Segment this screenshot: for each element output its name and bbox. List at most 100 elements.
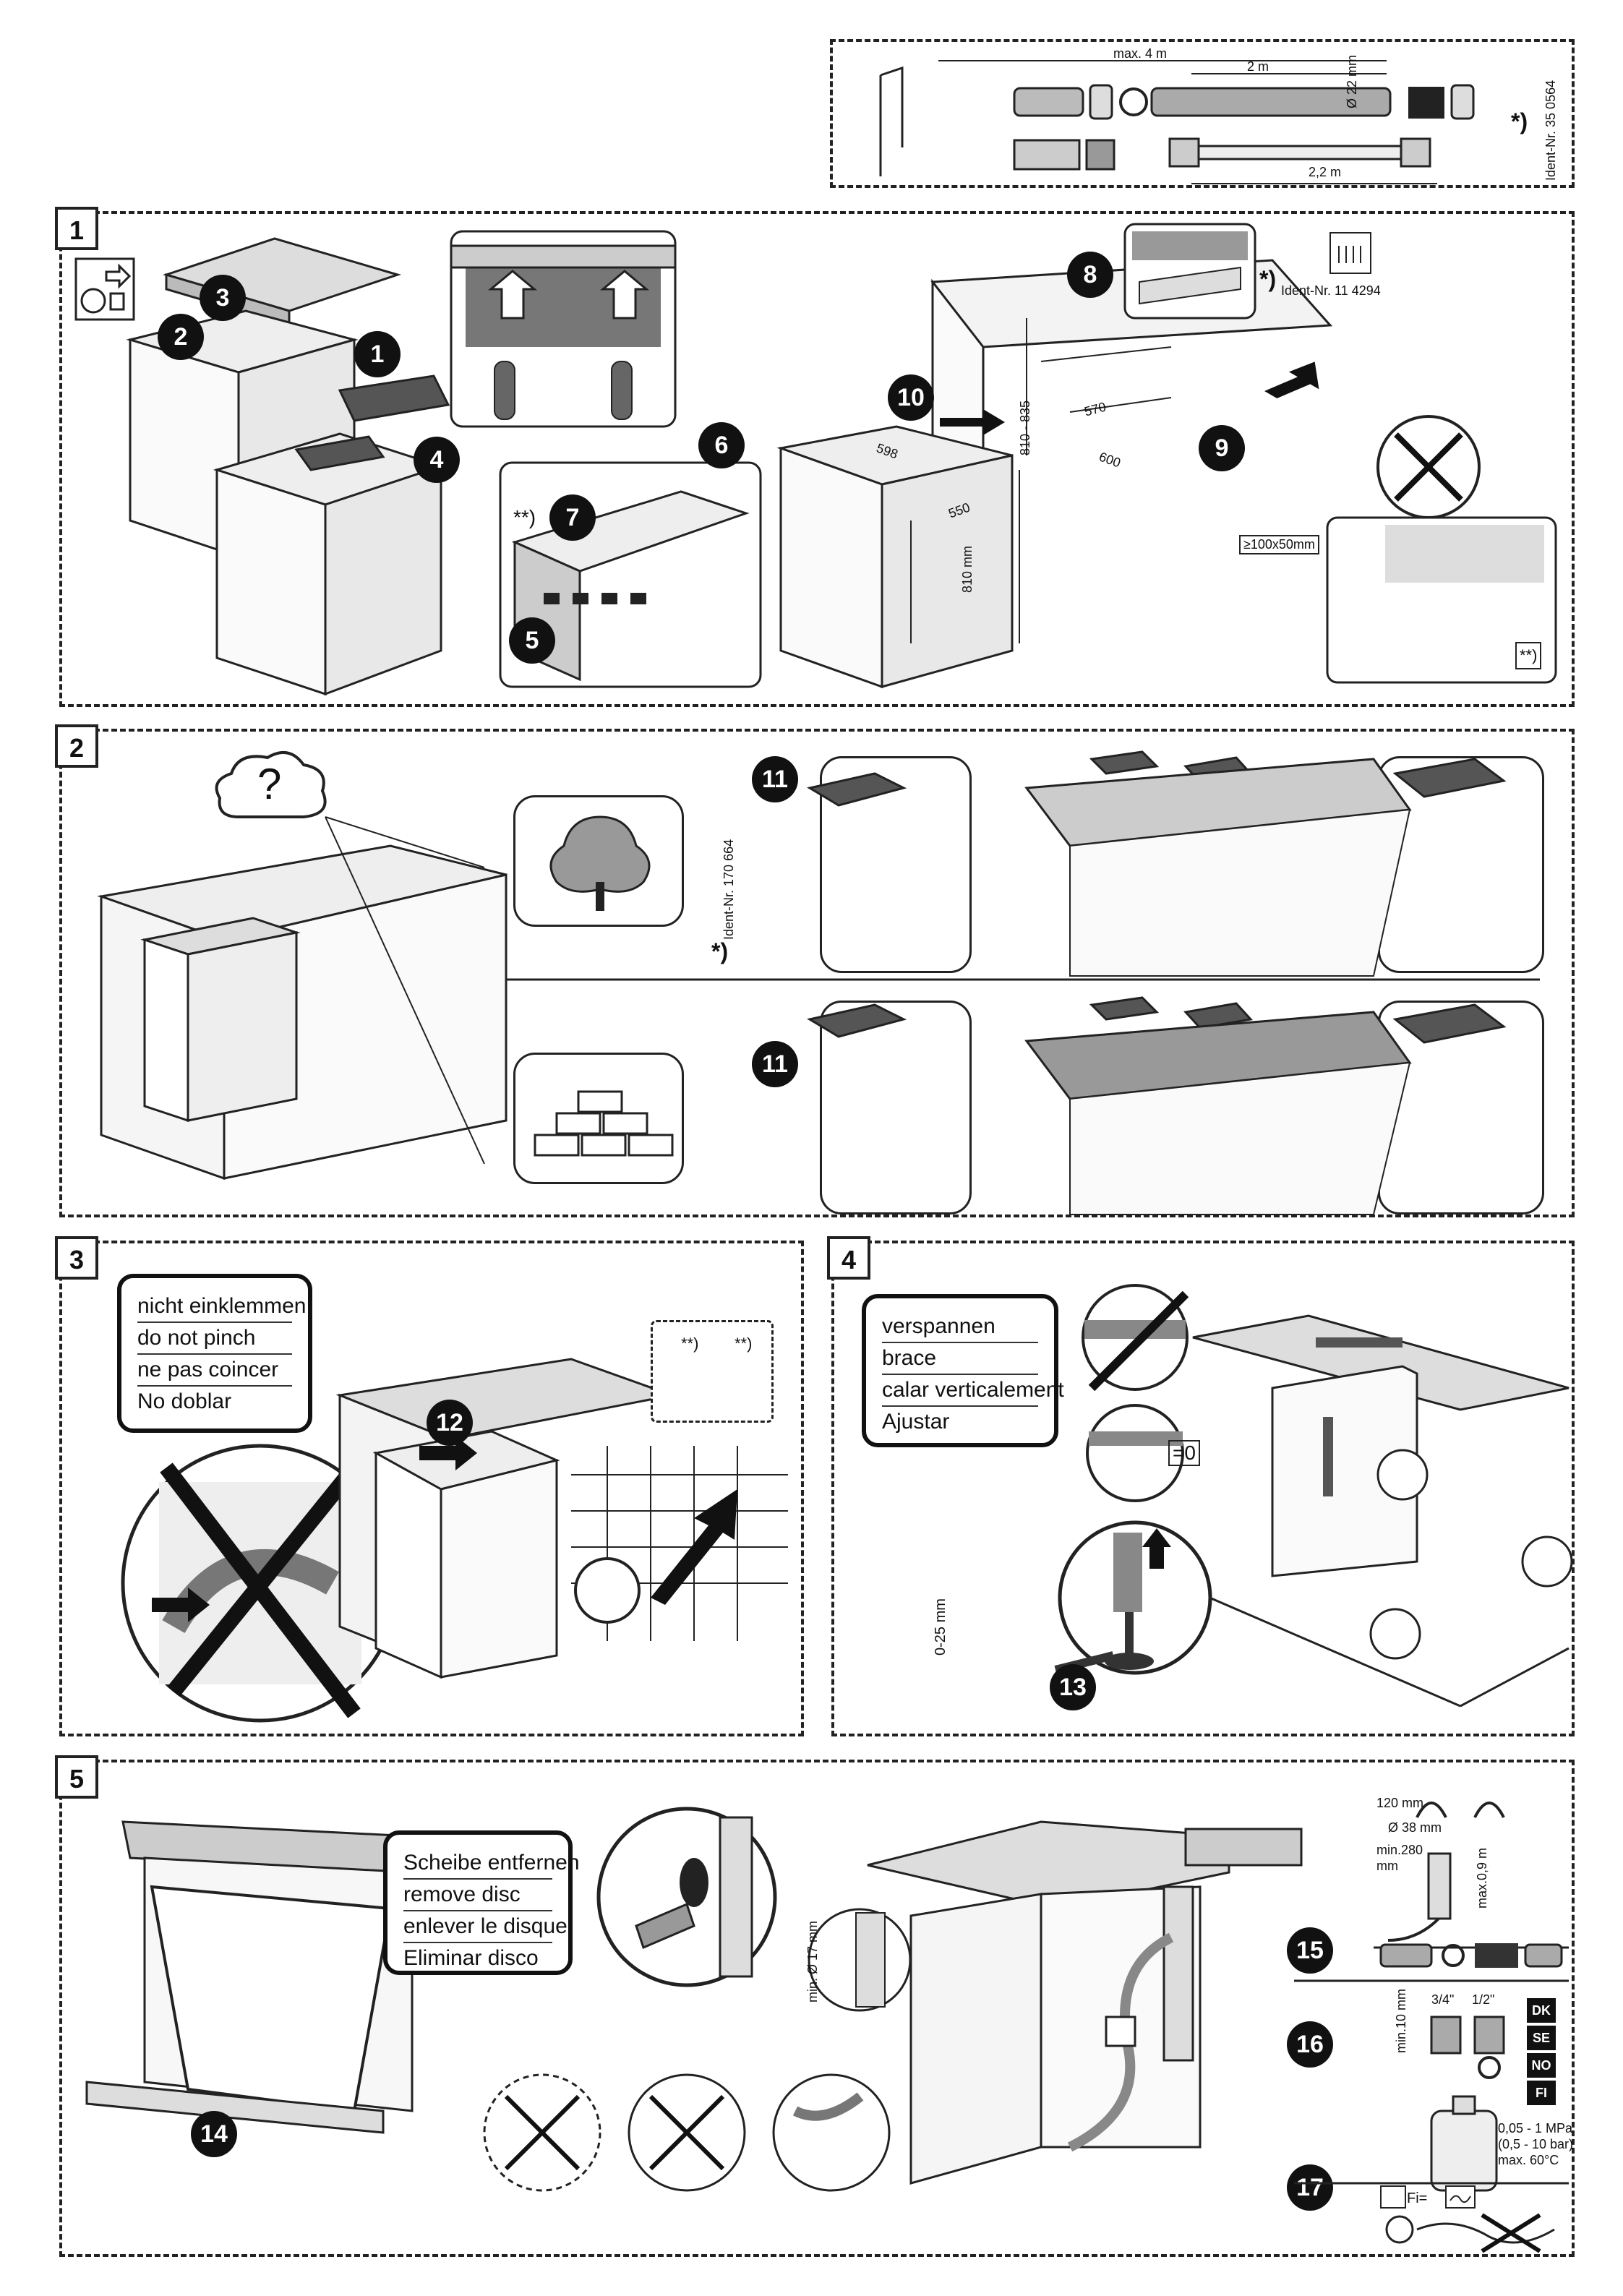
step4-label-en: brace [882, 1343, 1038, 1375]
hose-kit-star: *) [1511, 108, 1528, 134]
step4-instruction-box: verspannen brace calar verticalement Aju… [862, 1294, 1064, 1447]
step3-hose-types-box [651, 1320, 774, 1423]
country-fi: FI [1527, 2081, 1556, 2105]
step5-connector-circle [596, 1807, 777, 1987]
section-4 [831, 1241, 1575, 1736]
hose-length-22m: 2,2 m [1309, 165, 1342, 179]
marker-13: 13 [1050, 1664, 1096, 1710]
marker-9: 9 [1199, 425, 1245, 471]
marker-17: 17 [1287, 2164, 1333, 2211]
step3-cabinet [335, 1358, 788, 1679]
hose-kit-panel [830, 39, 1575, 188]
step1-worktop-removal [126, 237, 450, 696]
thread-34: 3/4" [1431, 1992, 1455, 2007]
section-number-3: 3 [55, 1236, 98, 1280]
section-5 [59, 1760, 1575, 2257]
step5-thread-fittings [1430, 2016, 1505, 2192]
step3-warning-box: nicht einklemmen do not pinch ne pas coi… [117, 1274, 312, 1433]
step2-kitchen-cabinet [97, 844, 508, 1181]
marker-6: 6 [698, 422, 745, 468]
min17-label: min. Ø 17 mm [805, 1920, 820, 2002]
step1-screw-pack-icon [1329, 232, 1371, 274]
marker-10: 10 [888, 374, 934, 421]
section-number-5: 5 [55, 1755, 98, 1799]
step2-lines [325, 816, 1540, 1165]
hose-kit-ident: Ident-Nr. 35 0564 [1543, 80, 1558, 181]
section-3 [59, 1241, 804, 1736]
step3-label-en: do not pinch [137, 1323, 292, 1355]
step5-instruction-box: Scheibe entfernen remove disc enlever le… [383, 1830, 580, 1975]
marker-11b: 11 [752, 1041, 798, 1087]
marker-2: 2 [158, 314, 204, 360]
marker-11a: 11 [752, 756, 798, 802]
step5-label-es: Eliminar disco [403, 1946, 539, 1970]
step4-cabinet [1192, 1314, 1573, 1708]
dim-hole: ≥100x50mm [1239, 535, 1319, 554]
step1-ident: Ident-Nr. 11 4294 [1281, 283, 1381, 298]
step3-double-star-b: **) [735, 1335, 753, 1353]
fi-label: Fi= [1407, 2190, 1428, 2206]
marker-7: 7 [549, 494, 596, 541]
pressure-temp: max. 60°C [1498, 2153, 1559, 2167]
marker-16: 16 [1287, 2021, 1333, 2068]
section-1 [59, 211, 1575, 707]
marker-15: 15 [1287, 1927, 1333, 1974]
power-plug-icon [74, 257, 135, 321]
step5-label-de: Scheibe entfernen [403, 1848, 580, 1880]
section-number-4: 4 [827, 1236, 870, 1280]
tree-icon [549, 815, 651, 911]
step5-dishwasher-door [85, 1820, 414, 2134]
step1-inlet-detail [1326, 415, 1557, 684]
marker-1: 1 [354, 331, 401, 377]
section-number-2: 2 [55, 724, 98, 768]
step1-mount-detail [1123, 223, 1256, 320]
marker-14: 14 [191, 2111, 237, 2157]
step3-label-de: nicht einklemmen [137, 1291, 306, 1323]
hose-max-length: max. 4 m [1113, 46, 1168, 61]
step5-min17-detail [808, 1908, 912, 2012]
step2-ident: Ident-Nr. 170 664 [721, 839, 736, 940]
step2-bracket-detail-c [820, 1001, 972, 1215]
step5-label-en: remove disc [403, 1880, 552, 1911]
pressure-mpa: 0,05 - 1 MPa [1498, 2121, 1573, 2136]
marker-12: 12 [427, 1400, 473, 1446]
step5-warning-circles [483, 2073, 891, 2192]
step4-gap-details [1082, 1284, 1189, 1502]
step1-cabinet-install [776, 259, 1333, 689]
step4-range: 0-25 mm [933, 1598, 948, 1655]
step4-zero: =0 [1168, 1440, 1200, 1466]
question-mark: ? [257, 760, 282, 808]
step4-label-es: Ajustar [882, 1410, 950, 1434]
marker-4: 4 [414, 437, 460, 483]
step2-star: *) [711, 938, 729, 964]
hose-diameter: Ø 22 mm [1345, 54, 1359, 108]
step1-double-star-box: **) [1515, 642, 1542, 669]
section-number-1: 1 [55, 207, 98, 250]
step3-label-fr: ne pas coincer [137, 1355, 292, 1387]
step5-sink-cabinet [867, 1820, 1303, 2185]
country-se: SE [1527, 2026, 1556, 2050]
step3-double-star-a: **) [681, 1335, 699, 1353]
step3-pinched-hose-detail [121, 1444, 400, 1723]
dim-max09: max.0,9 m [1475, 1847, 1489, 1909]
dim-120mm: 120 mm [1376, 1796, 1424, 1810]
step4-label-de: verspannen [882, 1311, 1038, 1343]
marker-5: 5 [509, 617, 555, 664]
step4-label-fr: calar verticalement [882, 1375, 1064, 1407]
step1-star: *) [1259, 266, 1277, 292]
step3-label-es: No doblar [137, 1389, 232, 1413]
step5-dividers [1294, 1979, 1569, 2185]
step5-electrical-icons [1380, 2185, 1555, 2253]
thread-12: 1/2" [1472, 1992, 1495, 2007]
step1-double-star: **) [513, 506, 536, 528]
dim-min280: min.280 mm [1376, 1843, 1423, 1873]
step4-foot-detail [1054, 1520, 1212, 1675]
step2-question-cloud [215, 750, 327, 818]
hose-kit-illustration [879, 60, 1475, 184]
hose-length-2m: 2 m [1247, 59, 1269, 74]
dim-810mm: 810 mm [960, 545, 975, 593]
step5-label-fr: enlever le disque [403, 1911, 568, 1943]
step1-screw-detail [450, 230, 677, 428]
dim-810-835: 810 - 835 [1018, 400, 1032, 455]
dim-38mm: Ø 38 mm [1388, 1820, 1442, 1835]
